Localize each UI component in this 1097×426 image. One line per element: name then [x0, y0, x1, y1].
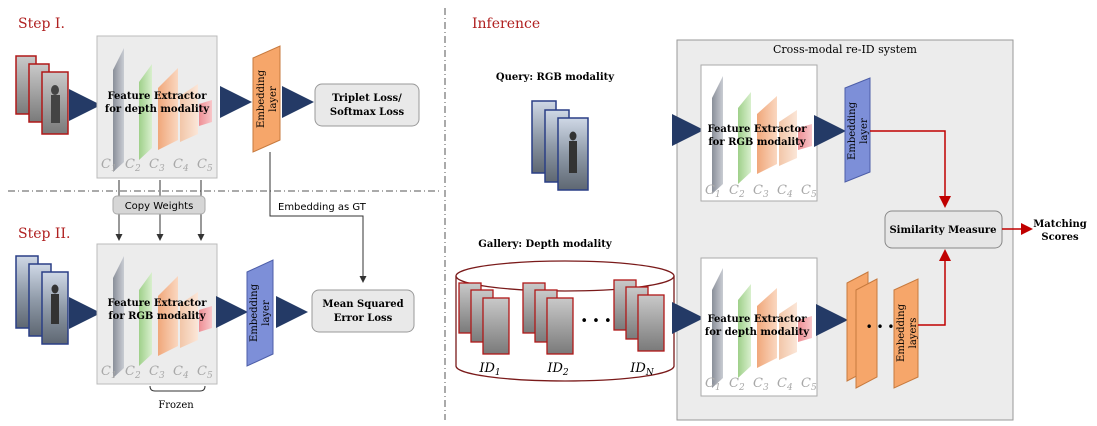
step2-rgb-image-stack: [15, 255, 69, 345]
layer-label-c5: C5: [197, 157, 213, 174]
matching-scores-label: Matching: [1033, 219, 1087, 230]
layer-label-c2: C2: [729, 376, 745, 393]
embedding-layer-step2: Embedding layer: [246, 259, 274, 367]
layer-label-c1: C1: [705, 183, 721, 200]
system-title: Cross-modal re-ID system: [773, 43, 918, 56]
embedding-layers-gallery: • • • Embedding layers: [846, 271, 919, 389]
svg-text:Similarity Measure: Similarity Measure: [889, 225, 996, 236]
matching-scores-label-2: Scores: [1041, 232, 1079, 243]
gallery-ellipsis: • • •: [580, 314, 611, 329]
gallery-depth-stack-2: [522, 282, 574, 355]
query-rgb-image-stack: [531, 100, 589, 191]
gallery-to-similarity-arrow: [918, 249, 951, 326]
layer-label-c3: C3: [149, 364, 165, 381]
gallery-depth-stack-1: [458, 282, 510, 355]
rgb-feature-extractor-step2: Feature Extractor for RGB modality: [96, 243, 218, 385]
svg-text:Feature Extractor: Feature Extractor: [708, 124, 808, 135]
inference-title: Inference: [472, 16, 540, 32]
gallery-id-label: ID2: [546, 361, 569, 378]
copy-weights-label: Copy Weights: [112, 195, 206, 215]
svg-text:Mean Squared: Mean Squared: [322, 299, 403, 310]
svg-text:for RGB modality: for RGB modality: [708, 137, 806, 148]
svg-text:layer: layer: [268, 86, 279, 112]
svg-text:Error Loss: Error Loss: [334, 313, 393, 324]
layer-label-c5: C5: [197, 364, 213, 381]
layer-label-c5: C5: [801, 376, 817, 393]
svg-text:Embedding: Embedding: [256, 69, 267, 128]
svg-text:layer: layer: [859, 118, 870, 144]
depth-feature-extractor-inference: Feature Extractor for depth modality: [700, 257, 818, 397]
svg-text:Copy Weights: Copy Weights: [125, 201, 194, 212]
embedding-layer-query: Embedding layer: [844, 77, 871, 183]
step1-depth-image-stack: [15, 55, 69, 135]
gallery-id-label: IDN: [629, 361, 655, 378]
layer-label-c5: C5: [801, 183, 817, 200]
svg-text:Triplet Loss/: Triplet Loss/: [332, 93, 402, 104]
layer-label-c3: C3: [753, 376, 769, 393]
svg-text:layers: layers: [908, 318, 919, 349]
layer-label-c3: C3: [753, 183, 769, 200]
layer-label-c1: C1: [101, 157, 117, 174]
svg-text:layer: layer: [261, 300, 272, 326]
svg-text:Embedding: Embedding: [896, 303, 907, 362]
svg-text:Feature Extractor: Feature Extractor: [108, 91, 208, 102]
mse-loss-box: Mean Squared Error Loss: [311, 289, 415, 333]
layer-label-c2: C2: [729, 183, 745, 200]
gallery-depth-stack-n: [613, 279, 665, 352]
svg-text:Softmax Loss: Softmax Loss: [330, 107, 405, 118]
similarity-measure-box: Similarity Measure: [884, 210, 1003, 249]
layer-label-c2: C2: [125, 364, 141, 381]
query-label: Query: RGB modality: [496, 72, 615, 83]
layer-label-c2: C2: [125, 157, 141, 174]
depth-feature-extractor-step1: Feature Extractor for depth modality: [96, 35, 218, 179]
svg-text:for depth modality: for depth modality: [705, 327, 810, 338]
layer-label-c4: C4: [173, 157, 189, 174]
layer-label-c1: C1: [705, 376, 721, 393]
gallery-label: Gallery: Depth modality: [478, 239, 613, 250]
rgb-feature-extractor-inference: Feature Extractor for RGB modality: [700, 64, 818, 202]
layer-label-c4: C4: [173, 364, 189, 381]
svg-text:for RGB modality: for RGB modality: [108, 311, 206, 322]
svg-text:Embedding: Embedding: [249, 283, 260, 342]
step1-title: Step I.: [18, 16, 65, 32]
layer-label-c4: C4: [777, 376, 793, 393]
query-to-similarity-arrow: [870, 130, 951, 208]
svg-text:Feature Extractor: Feature Extractor: [108, 298, 208, 309]
embedding-as-gt-label: Embedding as GT: [278, 202, 367, 213]
svg-text:Feature Extractor: Feature Extractor: [708, 314, 808, 325]
gallery-id-label: ID1: [478, 361, 500, 378]
frozen-bracket: [149, 385, 206, 392]
triplet-softmax-loss-box: Triplet Loss/ Softmax Loss: [314, 83, 420, 127]
embedding-layer-step1: Embedding layer: [252, 45, 281, 153]
layer-label-c4: C4: [777, 183, 793, 200]
layer-label-c3: C3: [149, 157, 165, 174]
svg-text:for depth modality: for depth modality: [105, 104, 210, 115]
svg-text:Embedding: Embedding: [847, 101, 858, 160]
svg-text:• • •: • • •: [866, 320, 895, 334]
frozen-label: Frozen: [158, 400, 194, 411]
layer-label-c1: C1: [101, 364, 117, 381]
step2-title: Step II.: [18, 226, 70, 242]
embedding-gt-connector: [269, 152, 367, 283]
